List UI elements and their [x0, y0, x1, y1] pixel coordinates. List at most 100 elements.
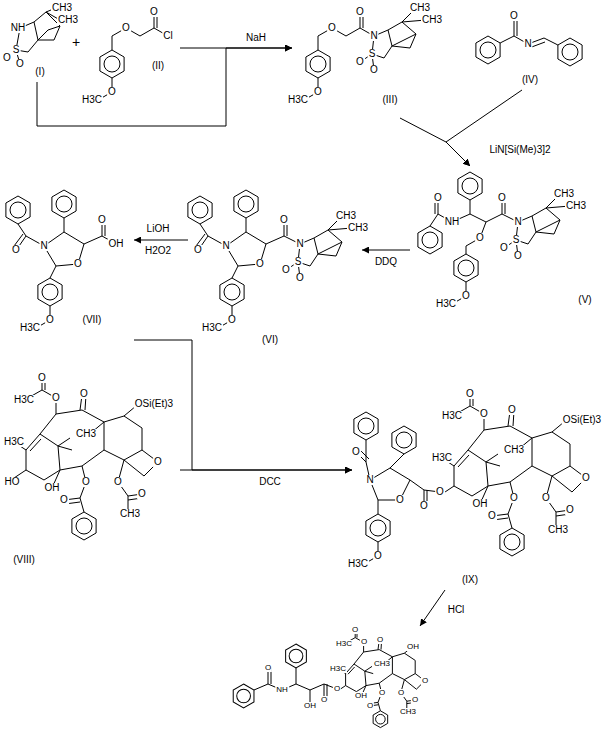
atom-label: O	[433, 193, 443, 203]
reagent-label: NaH	[244, 33, 268, 43]
atom-label: O	[366, 702, 374, 710]
atom-label: N	[295, 239, 304, 249]
atom-label: CH3	[75, 429, 97, 439]
reaction-arrow	[37, 48, 292, 126]
atom-label: O	[581, 473, 591, 483]
atom-label: O	[193, 245, 203, 255]
atom-label: H3C	[81, 95, 103, 105]
reaction-arrow	[134, 240, 188, 241]
atom-label: O	[355, 7, 365, 17]
atom-label: CH3	[421, 15, 443, 25]
atom-label: O	[355, 57, 365, 67]
atom-label: CH3	[347, 223, 369, 233]
atom-label: OH	[303, 702, 317, 710]
atom-label: O	[461, 291, 471, 301]
atom-label: S	[12, 45, 21, 55]
atom-label: CH3	[335, 211, 357, 221]
reaction-arrow	[180, 48, 292, 49]
compound-region: (VI)	[188, 170, 362, 362]
atom-label: O	[59, 495, 69, 505]
atom-label: O	[479, 409, 489, 419]
atom-label: O	[97, 215, 107, 225]
atom-label: NH	[275, 686, 289, 694]
atom-label: O	[81, 477, 91, 487]
phenyl-ring	[476, 36, 500, 64]
atom-label: O	[279, 215, 289, 225]
sultam-ring	[286, 218, 352, 278]
atom-label: O	[497, 193, 507, 203]
atom-label: OSi(Et)3	[134, 399, 174, 409]
atom-label: O	[509, 11, 519, 21]
compound-number: (VII)	[82, 315, 103, 325]
atom-label: OH	[472, 499, 489, 509]
atom-label: O	[137, 489, 147, 499]
methoxyphenyl-ring	[452, 254, 478, 304]
atom-label: CH3	[51, 3, 73, 13]
phenyl-ring	[354, 412, 378, 440]
atom-label: CH3	[553, 189, 575, 199]
atom-label: CH3	[399, 708, 417, 716]
sultam-ring	[504, 196, 570, 256]
atom-label: CH3	[373, 660, 391, 668]
atom-label: O	[45, 315, 55, 325]
atom-label: S	[294, 257, 303, 267]
phenyl-ring	[233, 684, 254, 708]
atom-label: H3C	[13, 395, 35, 405]
atom-label: CH3	[57, 15, 79, 25]
atom-label: S	[368, 49, 377, 59]
atom-label: O	[513, 251, 523, 261]
atom-label: O	[281, 265, 291, 275]
atom-label: O	[51, 393, 61, 403]
atom-label: H3C	[441, 411, 463, 421]
atom-label: OH	[108, 239, 125, 249]
atom-label: O	[121, 23, 131, 33]
compound-ii-bonds	[112, 12, 168, 50]
atom-label: O	[264, 664, 272, 672]
atom-label: O	[333, 685, 341, 693]
reaction-arrow	[180, 470, 352, 471]
reaction-arrow	[420, 590, 445, 626]
compound-number: (V)	[577, 295, 592, 305]
reagent-label: LiN[Si(Me)3]2	[487, 145, 552, 155]
atom-label: CH3	[503, 445, 525, 455]
atom-label: H3C	[19, 323, 41, 333]
compound-number: (VI)	[261, 335, 279, 345]
compound-region: (I)	[4, 2, 70, 82]
compound-region: (IV)	[468, 2, 604, 90]
atom-label: N	[39, 241, 48, 251]
atom-label: H3C	[287, 95, 309, 105]
atom-label: O	[419, 501, 429, 511]
atom-label: N	[365, 475, 374, 485]
atom-label: O	[320, 696, 328, 704]
compound-iv-bonds	[500, 20, 558, 48]
methoxyphenyl-ring	[364, 514, 390, 564]
atom-label: CH3	[565, 201, 587, 211]
compound-number: (IV)	[521, 75, 539, 85]
compound-v-bonds	[430, 198, 518, 254]
atom-label: O	[411, 696, 419, 704]
atom-label: H3C	[347, 559, 369, 569]
atom-label: O	[255, 259, 265, 269]
reagent-label: LiOH H2O2	[141, 218, 175, 262]
compound-number: (II)	[151, 61, 165, 71]
atom-label: O	[149, 7, 159, 17]
compound-region: (VII)	[2, 170, 134, 362]
atom-label: O	[369, 65, 379, 75]
atom-label: O	[351, 626, 359, 634]
atom-label: H3C	[201, 323, 223, 333]
atom-label: O	[565, 505, 575, 515]
atom-label: O	[360, 638, 368, 646]
atom-label: O	[465, 389, 475, 399]
atom-label: O	[421, 677, 429, 685]
reaction-arrow	[362, 250, 410, 251]
atom-label: O	[107, 87, 117, 97]
atom-label: O	[435, 487, 445, 497]
atom-label: O	[509, 493, 519, 503]
atom-label: CH3	[547, 525, 569, 535]
atom-label: N	[523, 39, 532, 49]
phenyl-ring	[558, 38, 582, 66]
atom-label: O	[327, 23, 337, 33]
oxazolidine-unit	[188, 190, 266, 328]
atom-label: H3C	[335, 640, 353, 648]
